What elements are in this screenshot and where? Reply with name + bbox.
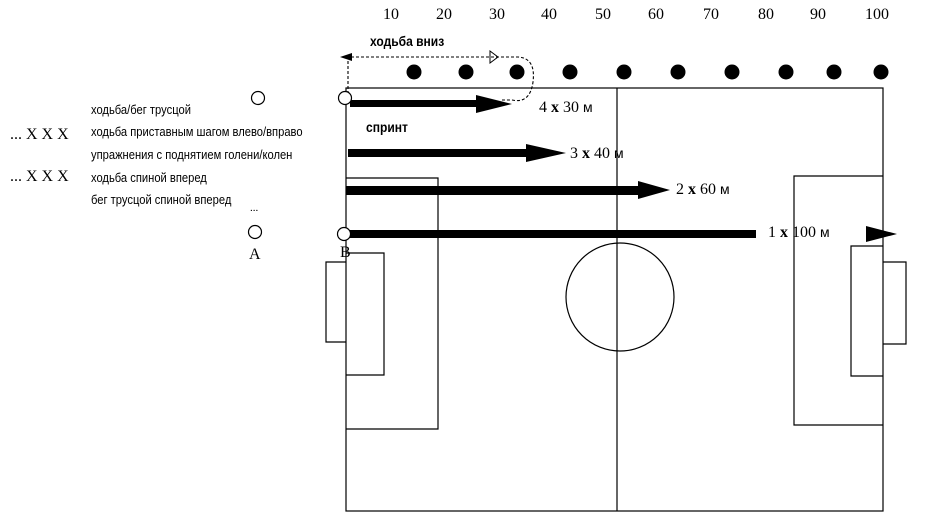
right-goal-area xyxy=(850,245,883,377)
sprint-label: спринт xyxy=(366,119,408,135)
set-times: x xyxy=(582,145,590,162)
scale-label-40: 40 xyxy=(541,6,557,23)
distance-marker-30 xyxy=(509,64,525,80)
left-goal-area xyxy=(346,252,385,376)
exercise-item: упражнения с поднятием голени/колен xyxy=(91,147,293,162)
set-unit: м xyxy=(583,99,593,115)
scale-label-70: 70 xyxy=(703,6,719,23)
scale-label-100: 100 xyxy=(865,6,889,23)
scale-label-50: 50 xyxy=(595,6,611,23)
scale-label-80: 80 xyxy=(758,6,774,23)
set-distance: 100 xyxy=(792,224,816,241)
ellipsis-mark: ... xyxy=(250,202,259,214)
scale-label-10: 10 xyxy=(383,6,399,23)
distance-marker-20 xyxy=(458,64,474,80)
exercise-item: ходьба спиной вперед xyxy=(91,170,207,185)
set-unit: м xyxy=(720,181,730,197)
set-distance: 60 xyxy=(700,181,716,198)
sprint-arrow-30m-head xyxy=(476,95,512,113)
set-times: x xyxy=(688,181,696,198)
player-group-mark: ... X X X xyxy=(10,126,69,143)
start-point-b xyxy=(336,226,352,242)
walk-back-return-arrowhead xyxy=(489,50,499,64)
set-label-60m: 2 x 60 м xyxy=(676,181,730,199)
set-label-30m: 4 x 30 м xyxy=(539,99,593,117)
right-penalty-area xyxy=(793,175,883,426)
walk-back-path xyxy=(347,56,534,102)
right-goal xyxy=(883,261,907,345)
sprint-arrow-30m-shaft xyxy=(350,100,480,107)
distance-marker-60 xyxy=(670,64,686,80)
walk-back-arrowhead xyxy=(340,53,352,61)
set-reps: 2 xyxy=(676,181,684,198)
set-times: x xyxy=(780,224,788,241)
sprint-arrow-40m-shaft xyxy=(348,149,530,157)
player-group-mark: ... X X X xyxy=(10,168,69,185)
start-point-b-upper xyxy=(337,90,353,106)
distance-marker-90 xyxy=(826,64,842,80)
sprint-arrow-60m-head xyxy=(638,181,670,199)
distance-marker-50 xyxy=(616,64,632,80)
exercise-item: ходьба приставным шагом влево/вправо xyxy=(91,124,303,139)
distance-marker-40 xyxy=(562,64,578,80)
left-goal xyxy=(325,261,346,343)
distance-marker-80 xyxy=(778,64,794,80)
set-label-40m: 3 x 40 м xyxy=(570,145,624,163)
walk-back-label: ходьба вниз xyxy=(370,33,445,49)
distance-marker-100 xyxy=(873,64,889,80)
set-reps: 4 xyxy=(539,99,547,116)
left-penalty-area xyxy=(346,177,439,430)
point-b-label: B xyxy=(340,244,351,261)
point-a-label: A xyxy=(249,246,261,263)
start-point-a xyxy=(247,224,263,240)
distance-marker-10 xyxy=(406,64,422,80)
exercise-item: ходьба/бег трусцой xyxy=(91,102,191,117)
scale-label-60: 60 xyxy=(648,6,664,23)
scale-label-30: 30 xyxy=(489,6,505,23)
sprint-arrow-40m-head xyxy=(526,144,566,162)
start-point-a-upper xyxy=(250,90,266,106)
center-circle xyxy=(565,242,675,352)
exercise-item: бег трусцой спиной вперед xyxy=(91,192,232,207)
sprint-arrow-60m-shaft xyxy=(346,186,642,195)
scale-label-90: 90 xyxy=(810,6,826,23)
set-times: x xyxy=(551,99,559,116)
scale-label-20: 20 xyxy=(436,6,452,23)
field-outline xyxy=(345,87,884,512)
set-reps: 1 xyxy=(768,224,776,241)
set-label-100m: 1 x 100 м xyxy=(768,224,830,242)
sprint-arrow-100m-head xyxy=(866,226,897,242)
distance-marker-70 xyxy=(724,64,740,80)
set-distance: 40 xyxy=(594,145,610,162)
sprint-arrow-100m-shaft xyxy=(350,230,756,238)
set-distance: 30 xyxy=(563,99,579,116)
set-reps: 3 xyxy=(570,145,578,162)
set-unit: м xyxy=(614,145,624,161)
set-unit: м xyxy=(820,224,830,240)
